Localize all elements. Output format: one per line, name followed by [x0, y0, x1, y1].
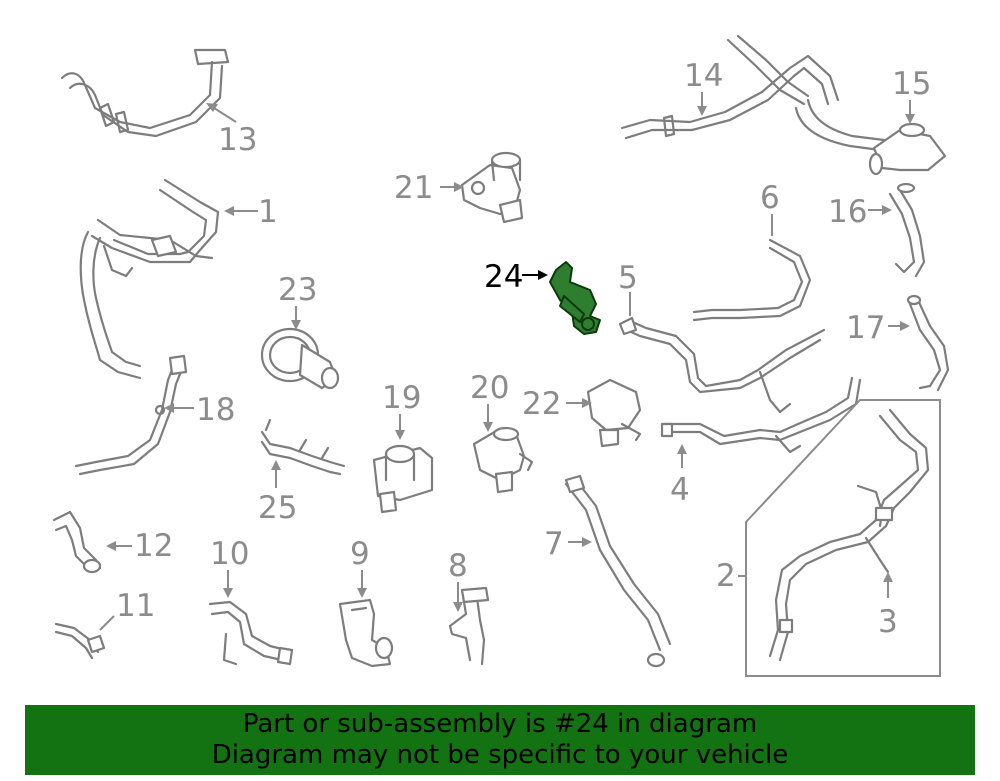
part-8-hose [448, 586, 490, 666]
part-4-hose [660, 376, 862, 454]
callout-22: 22 [522, 386, 592, 422]
part-24-highlighted [549, 261, 601, 335]
callout-18: 18 [164, 392, 235, 428]
callout-9: 9 [350, 536, 370, 598]
callout-17: 17 [846, 310, 910, 346]
callout-20: 20 [470, 370, 509, 432]
label-1[interactable]: 1 [258, 194, 278, 230]
label-13[interactable]: 13 [218, 122, 257, 158]
callout-8: 8 [448, 548, 468, 612]
callout-2: 2 [716, 558, 746, 594]
parts-diagram: 13 1 21 14 [52, 34, 950, 677]
label-23[interactable]: 23 [278, 272, 317, 308]
label-5[interactable]: 5 [618, 260, 638, 296]
label-14[interactable]: 14 [684, 58, 723, 94]
label-21[interactable]: 21 [394, 170, 433, 206]
banner-line-2: Diagram may not be specific to your vehi… [211, 740, 789, 770]
part-11-hose [54, 622, 106, 660]
label-12[interactable]: 12 [134, 528, 173, 564]
part-9-hose [338, 598, 394, 668]
part-10-hose [208, 600, 294, 666]
label-2[interactable]: 2 [716, 558, 736, 594]
callout-4: 4 [670, 444, 690, 508]
callout-10: 10 [210, 536, 249, 598]
part-6-hose [692, 238, 812, 322]
callout-14: 14 [684, 58, 723, 116]
part-5-hose [618, 316, 826, 414]
label-19[interactable]: 19 [382, 380, 421, 416]
callout-15: 15 [892, 66, 931, 124]
callout-1: 1 [224, 194, 278, 230]
part-7-hose [564, 474, 672, 668]
label-6[interactable]: 6 [760, 180, 780, 216]
label-9[interactable]: 9 [350, 536, 370, 572]
callout-21: 21 [394, 170, 464, 206]
callout-7: 7 [544, 526, 592, 562]
label-4[interactable]: 4 [670, 472, 690, 508]
callout-6: 6 [760, 180, 780, 236]
part-17-hose [906, 294, 950, 392]
callout-3: 3 [878, 572, 898, 640]
callout-24: 24 [484, 259, 548, 295]
part-14-hose [620, 34, 840, 140]
label-11[interactable]: 11 [116, 588, 155, 624]
callout-11: 11 [99, 588, 155, 631]
part-18-hose [74, 354, 188, 476]
label-25[interactable]: 25 [258, 490, 297, 526]
label-22[interactable]: 22 [522, 386, 561, 422]
part-25-bracket [260, 418, 346, 476]
part-1-hose [79, 178, 220, 380]
sub-assembly-box [745, 399, 941, 677]
part-13-hose [60, 48, 230, 138]
part-20-valve [472, 426, 534, 494]
label-3[interactable]: 3 [878, 604, 898, 640]
callout-23: 23 [278, 272, 317, 330]
banner-line-1: Part or sub-assembly is #24 in diagram [242, 709, 758, 739]
label-15[interactable]: 15 [892, 66, 931, 102]
part-12-hose [52, 510, 102, 574]
callout-19: 19 [382, 380, 421, 440]
label-8[interactable]: 8 [448, 548, 468, 584]
callout-13: 13 [206, 103, 257, 158]
part-19-valve [372, 444, 434, 514]
part-16-hose [888, 182, 926, 278]
label-16[interactable]: 16 [828, 194, 867, 230]
label-20[interactable]: 20 [470, 370, 509, 406]
label-17[interactable]: 17 [846, 310, 885, 346]
part-22-valve [586, 378, 642, 448]
label-24[interactable]: 24 [484, 259, 523, 295]
callout-25: 25 [258, 460, 297, 526]
info-banner: Part or sub-assembly is #24 in diagram D… [25, 705, 975, 775]
label-7[interactable]: 7 [544, 526, 564, 562]
part-15-hose [794, 98, 947, 176]
part-21-thermostat-housing [460, 151, 524, 224]
label-18[interactable]: 18 [196, 392, 235, 428]
callout-5: 5 [618, 260, 638, 316]
callout-12: 12 [106, 528, 173, 564]
part-23-water-pump [260, 327, 340, 390]
label-10[interactable]: 10 [210, 536, 249, 572]
callout-16: 16 [828, 194, 892, 230]
